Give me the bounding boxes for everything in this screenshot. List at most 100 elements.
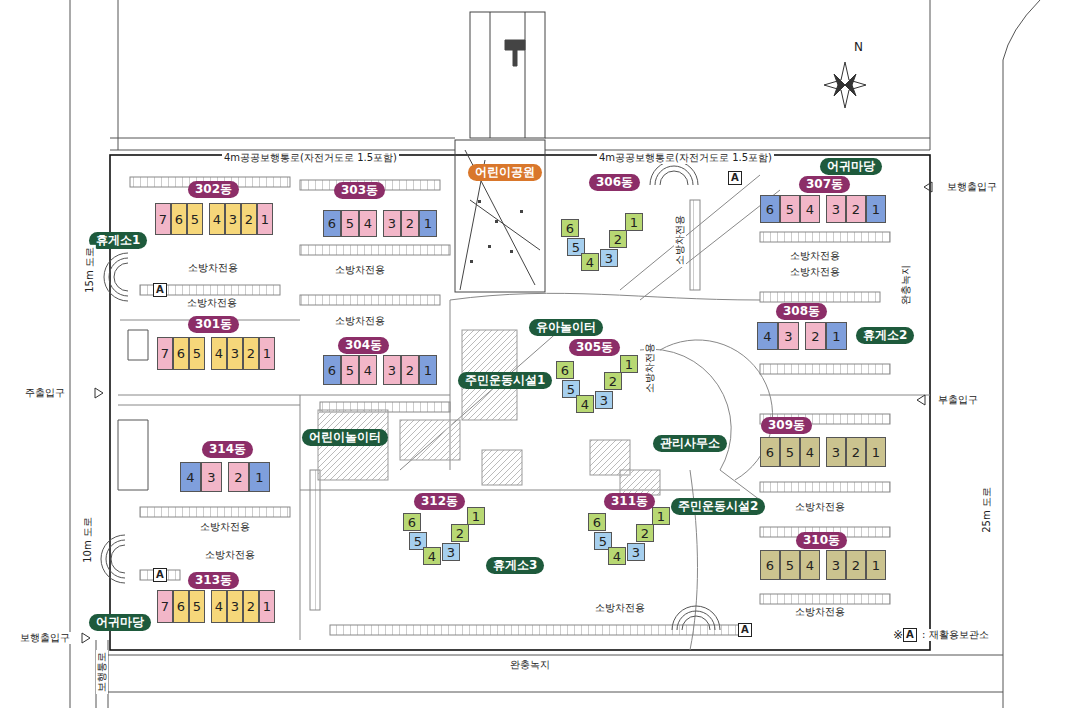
building-name: 301동: [188, 316, 239, 333]
unit-number: 5: [341, 355, 359, 385]
unit-number: 5: [189, 337, 205, 370]
unit-number: 3: [826, 195, 846, 223]
map-label: 소방차전용: [186, 262, 240, 274]
building-name: 311동: [604, 493, 655, 510]
building-block: 654321309동: [760, 437, 886, 467]
unit-number: 5: [780, 195, 800, 223]
facility-label: 휴게소3: [486, 557, 544, 574]
unit-number: 3: [826, 437, 846, 467]
unit-number: 6: [323, 210, 341, 237]
unit-number: 4: [800, 195, 820, 223]
unit-number: 4: [800, 550, 820, 580]
map-label: 소방차전용: [674, 213, 686, 267]
map-label: 소방차전용: [788, 250, 842, 262]
unit-number: 6: [760, 550, 780, 580]
map-label: : 재활용보관소: [920, 629, 991, 641]
map-label: 4m공공보행통로(자전거도로 1.5포함): [597, 152, 774, 164]
building-block: 7654321301동: [157, 337, 275, 370]
facility-label: 어린이공원: [468, 164, 542, 181]
unit-number: 6: [171, 203, 187, 235]
unit-number: 6: [173, 590, 189, 623]
map-label: 소방차전용: [185, 297, 239, 309]
facility-label: 주민운동시설2: [671, 498, 765, 515]
facility-label: 유아놀이터: [529, 319, 603, 336]
unit-number: 6: [561, 219, 579, 237]
unit-number: 6: [323, 355, 341, 385]
unit-number: 1: [419, 355, 437, 385]
unit-number: 3: [778, 322, 799, 350]
map-label: 보행출입구: [18, 632, 72, 644]
building-block: 654321304동: [323, 355, 437, 385]
building-block: 654321305동: [556, 355, 638, 413]
unit-number: 4: [211, 590, 227, 623]
unit-number: 4: [180, 462, 201, 492]
facility-label: 주민운동시설1: [458, 372, 552, 389]
building-block: 4321308동: [757, 322, 847, 350]
building-block: 654321303동: [323, 210, 437, 237]
building-name: 302동: [188, 181, 239, 198]
unit-number: 1: [866, 195, 886, 223]
recycling-marker: A: [738, 623, 752, 637]
building-name: 307동: [799, 176, 850, 193]
unit-number: 2: [241, 203, 257, 235]
unit-number: 3: [227, 590, 243, 623]
unit-number: 3: [442, 543, 460, 561]
unit-number: 1: [467, 507, 485, 525]
unit-number: 2: [451, 524, 469, 542]
unit-number: 4: [800, 437, 820, 467]
map-label: N: [852, 41, 865, 53]
unit-number: 5: [780, 550, 800, 580]
unit-number: 4: [576, 395, 594, 413]
unit-number: 4: [359, 210, 377, 237]
map-label: 25m 도로: [981, 485, 993, 535]
unit-number: 3: [201, 462, 222, 492]
unit-number: 4: [211, 337, 227, 370]
building-name: 305동: [569, 339, 620, 356]
unit-number: 4: [423, 547, 441, 565]
map-label: 15m 도로: [84, 245, 96, 295]
unit-number: 2: [401, 210, 419, 237]
unit-number: 2: [243, 590, 259, 623]
recycling-marker: A: [153, 283, 167, 297]
unit-number: 6: [588, 513, 606, 531]
facility-label: 휴게소2: [856, 327, 914, 344]
building-block: 654321312동: [403, 507, 485, 565]
unit-number: 4: [209, 203, 225, 235]
unit-number: 1: [419, 210, 437, 237]
unit-number: 7: [155, 203, 171, 235]
map-label: 보행출입구: [945, 181, 999, 193]
building-name: 312동: [414, 493, 465, 510]
building-block: 654321311동: [588, 507, 670, 565]
map-label: 보행통로: [96, 650, 108, 694]
unit-number: 1: [259, 590, 275, 623]
unit-number: 2: [846, 437, 866, 467]
recycling-marker: A: [153, 568, 167, 582]
building-name: 309동: [761, 417, 812, 434]
unit-number: 2: [604, 372, 622, 390]
unit-number: 6: [403, 513, 421, 531]
unit-number: 1: [625, 213, 643, 231]
building-name: 304동: [338, 337, 389, 354]
unit-number: 2: [636, 524, 654, 542]
unit-number: 2: [805, 322, 826, 350]
facility-label: 어린이놀이터: [302, 429, 388, 446]
map-label: 완충녹지: [900, 263, 912, 307]
unit-number: 1: [826, 322, 847, 350]
unit-number: 5: [189, 590, 205, 623]
unit-number: 4: [608, 547, 626, 565]
unit-number: 6: [760, 437, 780, 467]
unit-number: 3: [225, 203, 241, 235]
map-label: 부출입구: [936, 394, 980, 406]
map-label: 10m 도로: [82, 515, 94, 565]
map-label: 소방차전용: [203, 549, 257, 561]
building-block: 7654321302동: [155, 203, 273, 235]
unit-number: 4: [359, 355, 377, 385]
unit-number: 1: [259, 337, 275, 370]
unit-number: 7: [157, 337, 173, 370]
unit-number: 2: [846, 195, 866, 223]
unit-number: 1: [620, 355, 638, 373]
unit-number: 2: [401, 355, 419, 385]
unit-number: 5: [341, 210, 359, 237]
unit-number: 7: [157, 590, 173, 623]
building-name: 306동: [589, 174, 640, 191]
